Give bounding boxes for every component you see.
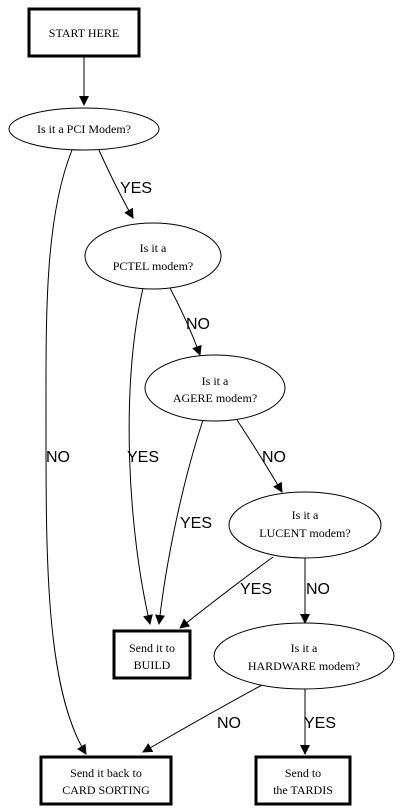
edge-pctel-to-build [128,287,153,625]
edge-lucent-to-build [179,556,274,629]
edge-label-pci-pctel: YES [120,180,152,197]
edge-label-lucent-build: YES [240,581,272,598]
edge-label-pci-card-sorting: NO [46,449,70,466]
card-sorting-outcome: Send it back to CARD SORTING [39,755,173,806]
nodes: START HERE Is it a PCI Modem? Is it a PC… [8,7,395,806]
start-node-label: START HERE [49,26,119,40]
tardis-outcome: Send to the TARDIS [254,755,352,806]
edge-label-agere-build: YES [180,515,212,532]
lucent-modem-decision-line1: Is it a [292,508,319,522]
edge-hardware-to-card-sorting [142,684,263,753]
pctel-modem-decision-line2: PCTEL modem? [113,259,194,273]
hardware-modem-decision: Is it a HARDWARE modem? [213,622,395,690]
build-outcome-line2: BUILD [134,658,171,672]
pctel-modem-decision-line1: Is it a [140,241,167,255]
pctel-modem-decision: Is it a PCTEL modem? [84,222,222,290]
hardware-modem-decision-line1: Is it a [291,641,318,655]
edge-label-hardware-card-sorting: NO [217,715,241,732]
build-outcome-line1: Send it to [129,641,175,655]
edge-pctel-to-agere [169,287,202,356]
edge-label-lucent-hardware: NO [306,581,330,598]
card-sorting-outcome-line2: CARD SORTING [62,783,150,797]
edge-label-pctel-build: YES [127,449,159,466]
pci-modem-decision: Is it a PCI Modem? [8,107,160,151]
lucent-modem-decision: Is it a LUCENT modem? [228,491,382,559]
edge-label-pctel-agere: NO [186,316,210,333]
build-outcome: Send it to BUILD [112,629,192,680]
pci-modem-decision-label: Is it a PCI Modem? [37,122,131,136]
edge-agere-to-build [155,419,204,625]
agere-modem-decision-line2: AGERE modem? [173,391,257,405]
card-sorting-outcome-line1: Send it back to [70,766,142,780]
agere-modem-decision: Is it a AGERE modem? [144,354,286,422]
hardware-modem-decision-line2: HARDWARE modem? [248,659,360,673]
edge-agere-to-lucent [236,419,283,493]
edges: YES NO NO YES NO YES YES NO NO YES [45,56,336,755]
edge-label-hardware-tardis: YES [304,715,336,732]
start-node: START HERE [27,7,141,58]
tardis-outcome-line1: Send to [285,766,321,780]
lucent-modem-decision-line2: LUCENT modem? [259,526,350,540]
agere-modem-decision-line1: Is it a [202,374,229,388]
tardis-outcome-line2: the TARDIS [273,783,333,797]
edge-pci-to-card-sorting [45,149,87,755]
edge-pci-to-pctel [97,147,134,219]
edge-label-agere-lucent: NO [262,449,286,466]
